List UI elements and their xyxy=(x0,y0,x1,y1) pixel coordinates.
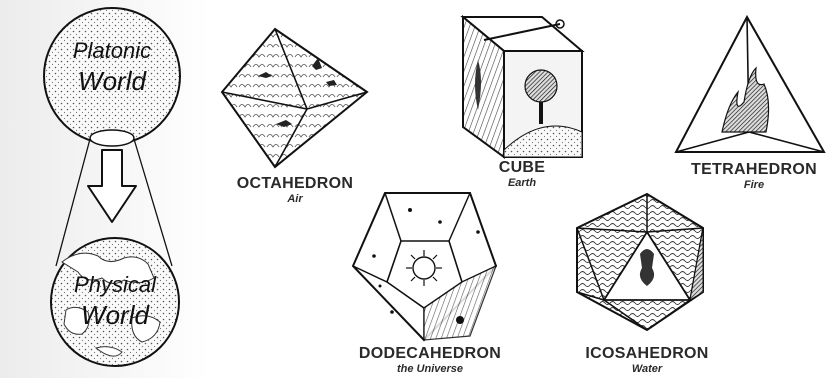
icosahedron-caption: ICOSAHEDRON Water xyxy=(572,346,722,375)
platonic-label-line1: Platonic xyxy=(62,38,162,64)
dodecahedron-caption: DODECAHEDRON the Universe xyxy=(342,346,518,375)
tetrahedron-caption: TETRAHEDRON Fire xyxy=(680,162,828,191)
icosahedron-element: Water xyxy=(572,364,722,375)
tetrahedron-figure xyxy=(676,17,824,152)
cube-caption: CUBE Earth xyxy=(482,160,562,189)
octahedron-caption: OCTAHEDRON Air xyxy=(222,176,368,205)
tetrahedron-name: TETRAHEDRON xyxy=(680,162,828,178)
dodecahedron-element: the Universe xyxy=(342,364,518,375)
dodecahedron-figure xyxy=(353,193,496,340)
tetrahedron-element: Fire xyxy=(680,180,828,191)
platonic-world-label: Platonic World xyxy=(62,38,162,97)
physical-label-line1: Physical xyxy=(62,272,168,298)
octahedron-figure xyxy=(222,29,367,167)
cube-figure xyxy=(463,17,582,157)
physical-world-label: Physical World xyxy=(62,272,168,331)
down-arrow-icon xyxy=(88,150,136,222)
physical-label-line2: World xyxy=(62,300,168,331)
icosahedron-figure xyxy=(577,194,703,330)
cube-element: Earth xyxy=(482,178,562,189)
icosahedron-name: ICOSAHEDRON xyxy=(572,346,722,362)
cube-name: CUBE xyxy=(482,160,562,176)
dodecahedron-name: DODECAHEDRON xyxy=(342,346,518,362)
platonic-label-line2: World xyxy=(62,66,162,97)
octahedron-name: OCTAHEDRON xyxy=(222,176,368,192)
octahedron-element: Air xyxy=(222,194,368,205)
